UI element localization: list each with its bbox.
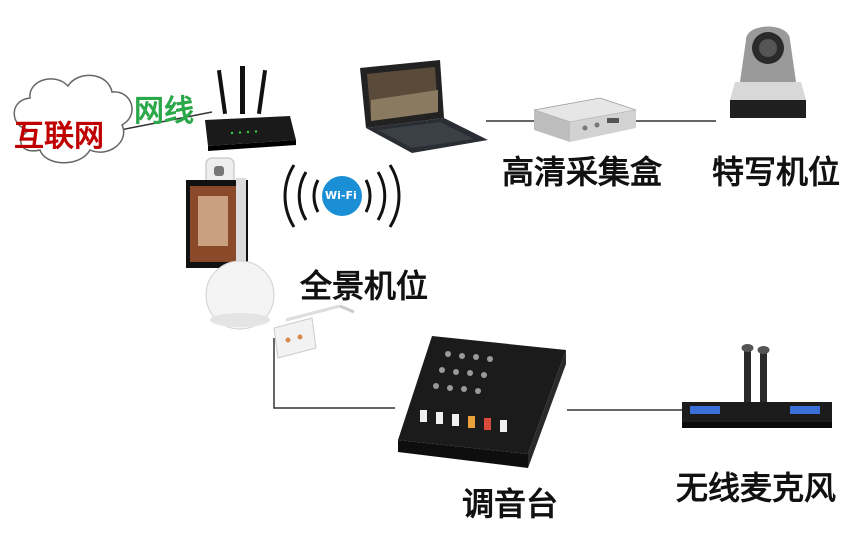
router-icon	[205, 66, 296, 151]
audio-mixer-icon	[398, 336, 566, 468]
wireless-mic-label: 无线麦克风	[676, 472, 836, 504]
robot-terminal-icon	[186, 158, 274, 329]
internet-label: 互联网	[14, 122, 104, 152]
usb-adapter-icon	[274, 306, 354, 358]
capture-box-label: 高清采集盒	[502, 156, 662, 188]
panorama-camera-label: 全景机位	[300, 270, 428, 302]
closeup-camera-label: 特写机位	[712, 156, 840, 188]
cable-label: 网线	[134, 97, 194, 127]
mixer-label: 调音台	[462, 488, 558, 520]
ptz-camera-icon	[730, 27, 806, 119]
wireless-mic-icon	[682, 344, 832, 428]
capture-box-icon	[534, 98, 636, 142]
tablet-icon	[360, 60, 488, 153]
wifi-badge-label: Wi-Fi	[325, 190, 357, 201]
